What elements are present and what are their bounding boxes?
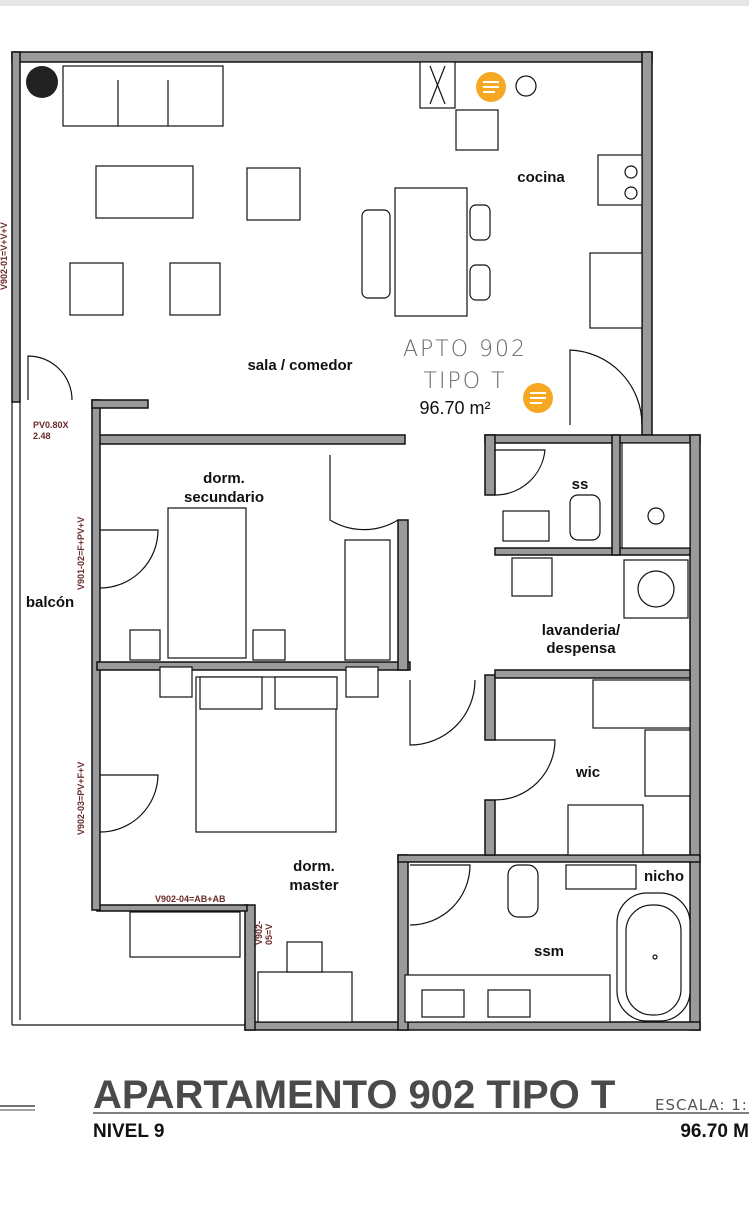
- menu-icon: [483, 81, 499, 93]
- drawing-title: APARTAMENTO 902 TIPO T: [93, 1073, 615, 1117]
- window-tag-v05b: 05=V: [264, 924, 274, 945]
- doors: [27, 349, 643, 926]
- window-tag-v03: V902-03=PV+F+V: [76, 762, 86, 835]
- room-label-ssm: ssm: [534, 943, 564, 960]
- room-label-master-1: dorm.: [293, 858, 335, 875]
- window-tag-v05a: V902-: [254, 921, 264, 945]
- room-label-cocina: cocina: [517, 169, 565, 186]
- room-label-nicho: nicho: [644, 868, 684, 885]
- plant-icon: [26, 66, 58, 98]
- room-label-balcon: balcón: [26, 594, 74, 611]
- window-tag-v01: V902-01=V+V+V: [0, 222, 9, 290]
- room-label-master-2: master: [289, 877, 338, 894]
- comment-marker-1[interactable]: [476, 72, 506, 102]
- unit-label: APTO 902: [403, 337, 527, 362]
- footer-area: 96.70 M: [680, 1121, 749, 1142]
- scale-label: ESCALA: 1:7: [655, 1096, 749, 1114]
- level-label: NIVEL 9: [93, 1121, 164, 1142]
- room-label-dorm-sec-1: dorm.: [203, 470, 245, 487]
- door-tag-pv-height: 2.48: [33, 431, 51, 441]
- room-label-ss: ss: [572, 476, 589, 493]
- room-label-wic: wic: [575, 764, 600, 781]
- room-label-despensa: despensa: [546, 640, 616, 657]
- comment-marker-2[interactable]: [523, 383, 553, 413]
- room-label-lavanderia: lavanderia/: [542, 622, 621, 639]
- room-label-dorm-sec-2: secundario: [184, 489, 264, 506]
- menu-icon: [530, 392, 546, 404]
- room-label-sala: sala / comedor: [247, 357, 352, 374]
- door-tag-pv: PV0.80X: [33, 420, 69, 430]
- walls: [11, 51, 701, 1031]
- furniture: [26, 61, 691, 1023]
- area-label: 96.70 m²: [419, 398, 490, 418]
- window-tag-v02: V901-02=F+PV+V: [76, 517, 86, 590]
- type-label: TIPO T: [424, 369, 507, 394]
- window-tag-v04: V902-04=AB+AB: [155, 894, 226, 904]
- top-bar: [0, 0, 749, 6]
